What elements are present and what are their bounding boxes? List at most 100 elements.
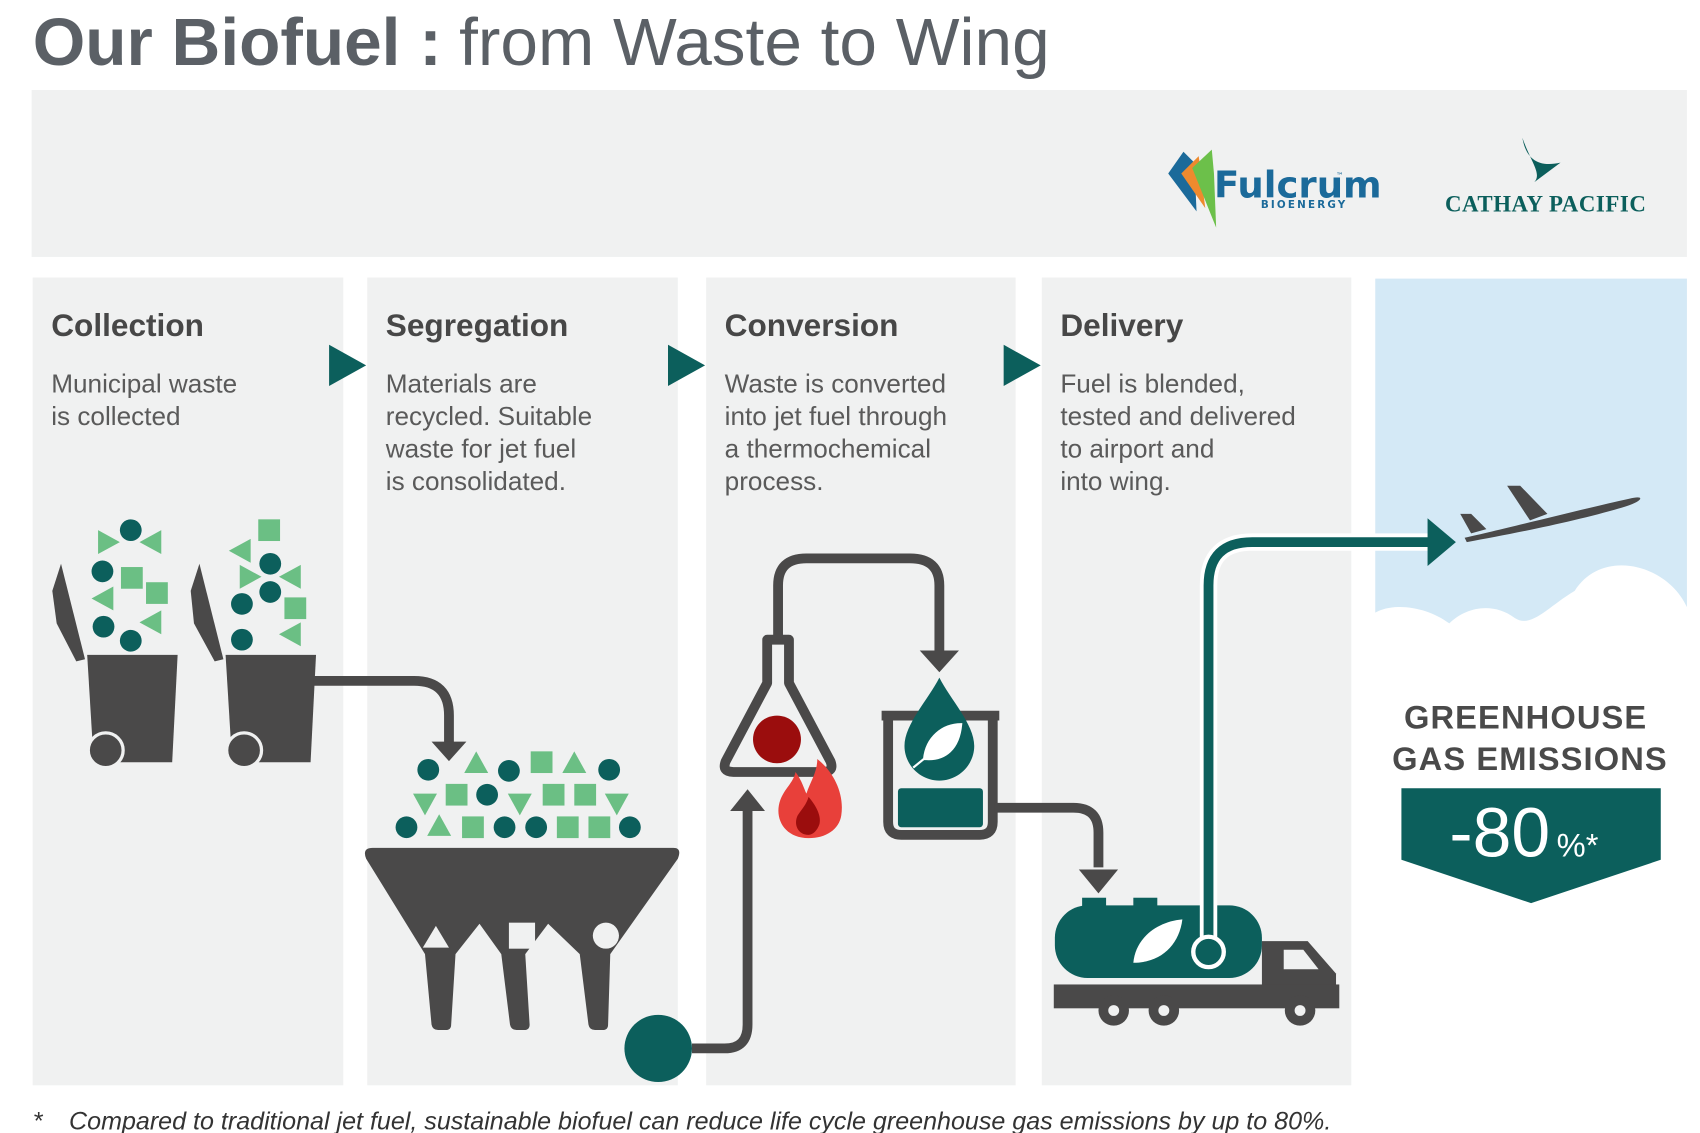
fulcrum-mark-green	[1192, 149, 1217, 228]
footnote-text: Compared to traditional jet fuel, sustai…	[69, 1108, 1331, 1133]
fulcrum-logo: Fulcrum ™ BIOENERGY	[1168, 149, 1382, 228]
circle-particle	[92, 615, 115, 638]
step-title: Conversion	[725, 307, 899, 343]
cathay-brushwing-icon	[1522, 137, 1561, 183]
title-light: from Waste to Wing	[459, 5, 1050, 80]
title-bold: Our Biofuel :	[33, 5, 442, 80]
circle-particle	[231, 628, 253, 651]
step-arrow-icon	[1003, 344, 1041, 386]
ghg-label-line2: GAS EMISSIONS	[1392, 740, 1668, 777]
step-title: Delivery	[1060, 307, 1183, 343]
flow-arrow	[994, 802, 1104, 868]
circle-particle	[618, 816, 641, 839]
arrow-head-icon	[1427, 518, 1456, 566]
step-desc-line: tested and delivered	[1060, 401, 1295, 431]
step-desc-line: into wing.	[1060, 466, 1170, 496]
square-particle	[530, 751, 553, 774]
cathay-pacific-logo: CATHAY PACIFIC	[1445, 137, 1646, 216]
reduction-value: -80	[1449, 794, 1550, 872]
arrow-head-icon	[431, 741, 467, 762]
circle-particle	[119, 519, 142, 542]
step-conversion: Conversion Waste is converted into jet f…	[725, 307, 947, 496]
square-particle	[284, 597, 307, 620]
circle-slot	[592, 922, 619, 949]
reduction-badge	[1401, 788, 1661, 904]
circle-particle	[498, 760, 520, 782]
circle-particle	[259, 581, 282, 603]
reduction-unit: %*	[1557, 827, 1599, 864]
triangle-particle	[562, 751, 587, 774]
page-title: Our Biofuel : from Waste to Wing	[33, 5, 1050, 80]
sky	[1375, 278, 1687, 624]
circle-particle	[91, 560, 114, 583]
circle-particle	[417, 758, 440, 781]
arrow-head-icon	[730, 789, 765, 811]
triangle-particle	[98, 530, 120, 555]
panel-conversion	[706, 277, 1016, 1086]
step-delivery: Delivery Fuel is blended, tested and del…	[1060, 307, 1295, 496]
gear-icon	[624, 1014, 692, 1083]
waste-bin-icon	[52, 563, 178, 770]
cathay-name: CATHAY PACIFIC	[1445, 191, 1646, 216]
step-desc-line: Waste is converted	[725, 369, 946, 399]
step-desc-line: process.	[725, 466, 824, 496]
panel-result	[1375, 278, 1687, 1087]
square-particle	[146, 582, 168, 604]
step-segregation: Segregation Materials are recycled. Suit…	[385, 307, 592, 496]
step-desc-line: to airport and	[1060, 434, 1214, 464]
circle-particle	[231, 593, 253, 615]
fulcrum-tm: ™	[1336, 171, 1344, 180]
reactant-icon	[753, 715, 801, 764]
square-particle	[258, 519, 281, 542]
triangle-particle	[427, 814, 452, 836]
circle-particle	[395, 816, 418, 839]
circle-particle	[493, 816, 516, 839]
square-particle	[462, 816, 484, 839]
triangle-particle	[139, 530, 162, 555]
sorted-particles	[395, 751, 641, 839]
hopper-icon	[364, 847, 680, 1030]
step-desc-line: Materials are	[386, 369, 537, 399]
flow-arrow	[313, 676, 454, 746]
footnote: * Compared to traditional jet fuel, sust…	[33, 1108, 1332, 1133]
step-arrow-icon	[329, 344, 367, 386]
triangle-particle	[413, 793, 437, 816]
circle-particle	[259, 552, 282, 575]
leaf-icon	[912, 723, 963, 769]
circle-particle	[598, 758, 621, 781]
circle-particle	[525, 816, 548, 839]
circle-particle	[119, 629, 142, 652]
triangle-particle	[507, 793, 532, 816]
square-particle	[120, 567, 143, 589]
step-desc-line: into jet fuel through	[725, 401, 947, 431]
square-particle	[588, 816, 611, 839]
step-desc-line: a thermochemical	[725, 434, 931, 464]
square-particle	[556, 816, 579, 839]
triangle-slot	[422, 925, 449, 948]
step-desc-line: waste for jet fuel	[385, 434, 576, 464]
logo-banner	[31, 89, 1687, 257]
square-slot	[508, 922, 536, 949]
step-desc-line: is collected	[51, 401, 180, 431]
triangle-particle	[91, 586, 114, 611]
triangle-particle	[464, 751, 489, 774]
fuel-drop-icon	[904, 677, 975, 781]
triangle-particle	[228, 538, 251, 563]
fulcrum-sub: BIOENERGY	[1261, 199, 1348, 211]
reduction-value-text: -80 %*	[1449, 794, 1598, 872]
circle-particle	[476, 783, 499, 806]
flow-arrow	[691, 807, 753, 1054]
step-desc-line: recycled. Suitable	[386, 401, 592, 431]
waste-particles	[91, 519, 307, 652]
leaf-icon	[1133, 919, 1183, 963]
step-title: Segregation	[386, 307, 569, 343]
triangle-particle	[239, 564, 262, 589]
step-title: Collection	[51, 307, 204, 343]
square-particle	[574, 783, 597, 806]
flow-arrow	[1203, 537, 1437, 952]
triangle-particle	[139, 610, 162, 635]
square-particle	[445, 783, 468, 806]
step-desc-line: is consolidated.	[386, 466, 566, 496]
square-particle	[542, 783, 565, 806]
